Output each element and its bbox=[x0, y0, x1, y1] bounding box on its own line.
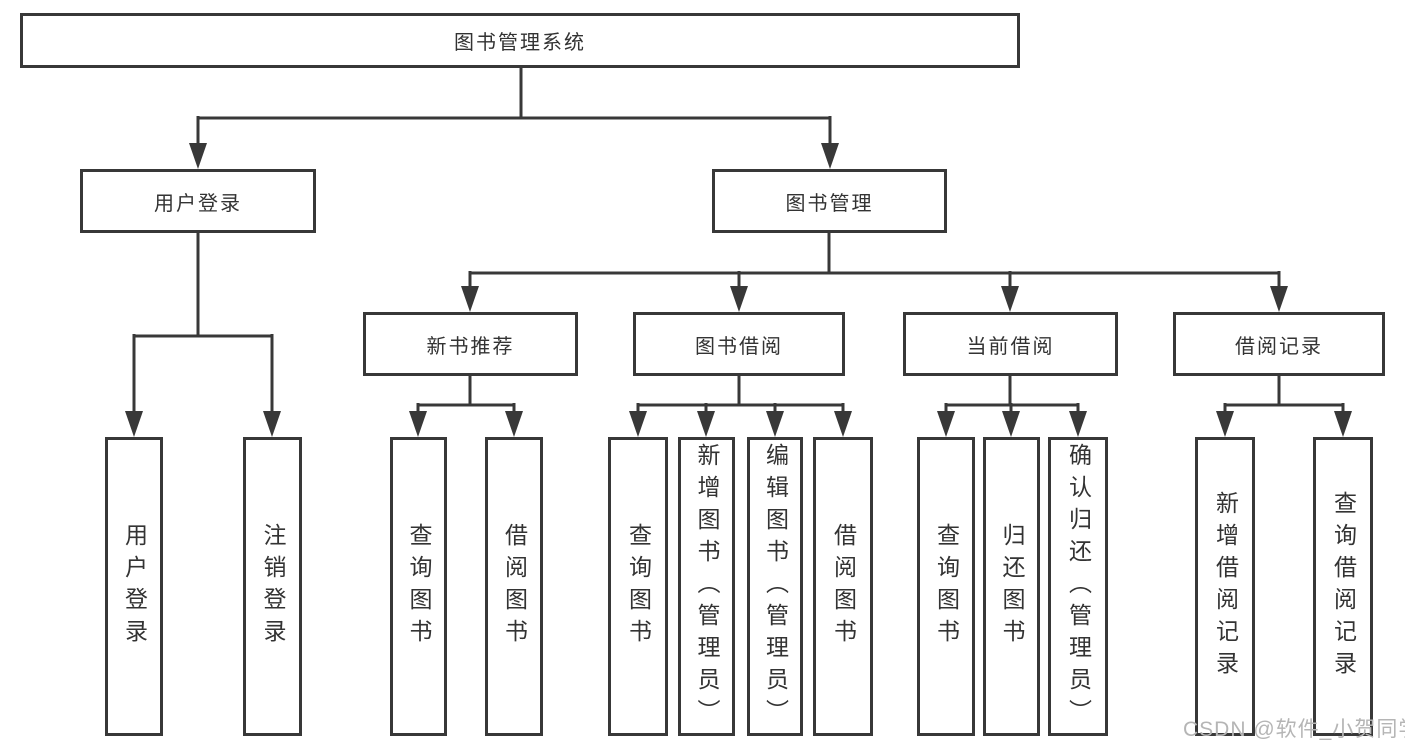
node-current-borrow: 当前借阅 bbox=[903, 312, 1118, 376]
leaf-query-borrow-record: 查询借阅记录 bbox=[1313, 437, 1373, 736]
node-borrow-records-label: 借阅记录 bbox=[1235, 335, 1323, 358]
edge-current-to-leaves bbox=[937, 376, 1087, 437]
leaf-edit-book-admin: 编辑图书（管理员） bbox=[747, 437, 803, 736]
node-root: 图书管理系统 bbox=[20, 13, 1020, 68]
leaf-query-books-borrow-label: 查询图书 bbox=[625, 522, 652, 651]
leaf-confirm-return-admin-label: 确认归还（管理员） bbox=[1065, 442, 1092, 731]
leaf-confirm-return-admin: 确认归还（管理员） bbox=[1048, 437, 1108, 736]
node-new-book-recommend-label: 新书推荐 bbox=[426, 335, 515, 358]
edge-records-to-leaves bbox=[1216, 376, 1352, 437]
leaf-borrow-books-label: 借阅图书 bbox=[830, 522, 857, 651]
leaf-query-books-recommend: 查询图书 bbox=[390, 437, 447, 736]
leaf-query-books-recommend-label: 查询图书 bbox=[406, 522, 432, 651]
edge-root-to-level2 bbox=[189, 68, 839, 169]
node-current-borrow-label: 当前借阅 bbox=[966, 335, 1055, 358]
leaf-return-book-label: 归还图书 bbox=[999, 522, 1025, 651]
leaf-query-books-current: 查询图书 bbox=[917, 437, 975, 736]
node-borrow-records: 借阅记录 bbox=[1173, 312, 1385, 376]
leaf-user-login: 用户登录 bbox=[105, 437, 163, 736]
node-book-management-label: 图书管理 bbox=[785, 192, 874, 215]
edge-userlogin-to-leaves bbox=[125, 233, 281, 437]
leaf-return-book: 归还图书 bbox=[983, 437, 1040, 736]
leaf-query-books-current-label: 查询图书 bbox=[933, 522, 960, 651]
csdn-watermark: CSDN @软件_小贺同学 bbox=[1183, 718, 1405, 741]
leaf-user-login-label: 用户登录 bbox=[121, 522, 148, 651]
leaf-query-borrow-record-label: 查询借阅记录 bbox=[1330, 490, 1357, 683]
node-user-login-label: 用户登录 bbox=[154, 192, 242, 215]
leaf-add-book-admin: 新增图书（管理员） bbox=[678, 437, 735, 736]
node-book-borrow: 图书借阅 bbox=[633, 312, 845, 376]
node-book-management: 图书管理 bbox=[712, 169, 947, 233]
node-user-login: 用户登录 bbox=[80, 169, 316, 233]
leaf-add-book-admin-label: 新增图书（管理员） bbox=[694, 442, 720, 731]
leaf-logout-label: 注销登录 bbox=[260, 522, 286, 651]
node-root-label: 图书管理系统 bbox=[454, 32, 586, 54]
edge-recommend-to-leaves bbox=[409, 376, 523, 437]
leaf-borrow-books-recommend-label: 借阅图书 bbox=[501, 522, 528, 651]
leaf-add-borrow-record: 新增借阅记录 bbox=[1195, 437, 1255, 736]
leaf-edit-book-admin-label: 编辑图书（管理员） bbox=[762, 442, 789, 731]
edge-bookmgmt-to-level3 bbox=[461, 233, 1288, 312]
leaf-logout: 注销登录 bbox=[243, 437, 302, 736]
leaf-borrow-books-recommend: 借阅图书 bbox=[485, 437, 543, 736]
edge-borrow-to-leaves bbox=[629, 376, 852, 437]
leaf-borrow-books: 借阅图书 bbox=[813, 437, 873, 736]
node-new-book-recommend: 新书推荐 bbox=[363, 312, 578, 376]
node-book-borrow-label: 图书借阅 bbox=[695, 335, 783, 358]
leaf-add-borrow-record-label: 新增借阅记录 bbox=[1212, 490, 1239, 683]
leaf-query-books-borrow: 查询图书 bbox=[608, 437, 668, 736]
